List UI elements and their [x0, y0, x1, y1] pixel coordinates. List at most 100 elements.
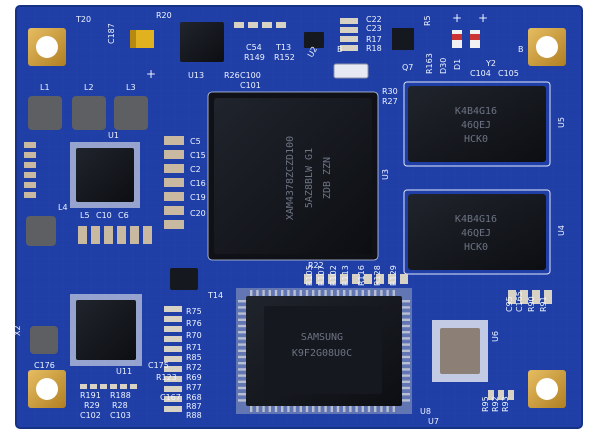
mounting-hole-bottom-left	[28, 370, 66, 408]
smd-component	[164, 326, 182, 332]
label-y2: Y2	[485, 59, 496, 68]
label-c23: C23	[366, 24, 382, 33]
inductor-l3	[114, 96, 148, 130]
ram1-marking-2: 46QEJ	[461, 120, 491, 131]
label-r30: R30	[382, 87, 398, 96]
smd-component	[24, 162, 36, 168]
smd-component	[238, 362, 246, 365]
smd-component	[340, 27, 358, 33]
label-l5: L5	[80, 211, 90, 220]
smd-component	[324, 406, 327, 412]
smd-component	[268, 290, 271, 296]
label-plus1: +	[146, 67, 156, 81]
smd-component	[262, 22, 272, 28]
smd-component	[248, 22, 258, 28]
smd-component	[355, 290, 358, 296]
smd-component	[349, 406, 352, 412]
label-r128: R128	[373, 265, 382, 286]
label-c102: C102	[80, 411, 101, 420]
smd-component	[164, 178, 184, 187]
smd-component	[238, 393, 246, 396]
smd-component	[386, 406, 389, 412]
label-u1: U1	[108, 131, 119, 140]
smd-component	[318, 290, 321, 296]
smd-component	[164, 220, 184, 229]
ram-chip-2	[403, 189, 551, 275]
smd-component	[305, 406, 309, 412]
smd-component	[364, 274, 372, 284]
smd-component	[238, 380, 246, 383]
label-r77: R77	[186, 383, 202, 392]
label-c175: C175	[148, 361, 169, 370]
label-r70: R70	[186, 331, 202, 340]
smd-component	[24, 142, 36, 148]
smd-component	[276, 22, 286, 28]
smd-component	[24, 182, 36, 188]
smd-component	[380, 406, 383, 412]
smd-component	[238, 386, 246, 390]
smd-component	[238, 331, 246, 334]
smd-component	[238, 312, 246, 315]
pmic-chip-bottom	[70, 294, 142, 366]
label-r92: R92	[491, 396, 500, 412]
label-r75: R75	[186, 307, 202, 316]
smd-component	[164, 396, 182, 402]
smd-component	[90, 384, 97, 389]
label-plus3: +	[478, 11, 488, 25]
label-u8: U8	[420, 407, 431, 416]
label-r107: R107	[317, 265, 326, 286]
smd-component	[400, 274, 408, 284]
ram2-marking-3: HCK0	[464, 242, 488, 253]
smd-component	[402, 374, 410, 377]
ram2-marking-1: K4B4G16	[455, 214, 497, 225]
label-c6: C6	[118, 211, 129, 220]
smd-component	[262, 406, 265, 412]
label-u4: U4	[557, 225, 566, 236]
smd-component	[343, 290, 346, 296]
label-b1: B	[337, 45, 343, 54]
smd-component	[164, 192, 184, 201]
crystal-y1	[333, 63, 369, 79]
smd-component	[256, 290, 259, 296]
label-c100: C100	[240, 71, 261, 80]
smd-component	[355, 406, 358, 412]
smd-component	[120, 384, 127, 389]
ram1-marking-1: K4B4G16	[455, 106, 497, 117]
label-r72: R72	[186, 363, 202, 372]
u13-chip	[180, 22, 224, 62]
label-u5: U5	[557, 117, 566, 128]
smd-component	[274, 290, 278, 296]
label-r163: R163	[425, 53, 434, 74]
smd-component	[402, 349, 410, 352]
smd-component	[234, 22, 244, 28]
label-t20: T20	[75, 15, 91, 24]
label-r149: R149	[244, 53, 265, 62]
label-r90: R90	[527, 296, 536, 312]
smd-component	[508, 390, 514, 400]
label-c165: C165	[515, 291, 524, 312]
smd-component	[262, 290, 265, 296]
smd-component	[340, 45, 358, 51]
smd-component	[544, 290, 552, 304]
smd-component	[281, 406, 284, 412]
smd-component	[164, 136, 184, 145]
label-l2: L2	[84, 83, 94, 92]
smd-component	[24, 192, 36, 198]
label-r20: R20	[156, 11, 172, 20]
label-c19: C19	[190, 193, 206, 202]
soc-marking-3: ZDB ZZN	[322, 157, 333, 199]
smd-component	[238, 374, 246, 377]
label-r68: R68	[186, 393, 202, 402]
smd-component	[402, 380, 410, 383]
smd-component	[238, 355, 246, 359]
smd-component	[238, 306, 246, 309]
label-r29: R29	[84, 401, 100, 410]
pmic-chip-top	[70, 142, 140, 208]
smd-component	[361, 290, 364, 296]
label-c104: C104	[470, 69, 491, 78]
smd-component	[402, 355, 410, 359]
smd-component	[256, 406, 259, 412]
label-u7: U7	[428, 417, 439, 426]
label-r85: R85	[186, 353, 202, 362]
ram1-marking-3: HCK0	[464, 134, 488, 145]
